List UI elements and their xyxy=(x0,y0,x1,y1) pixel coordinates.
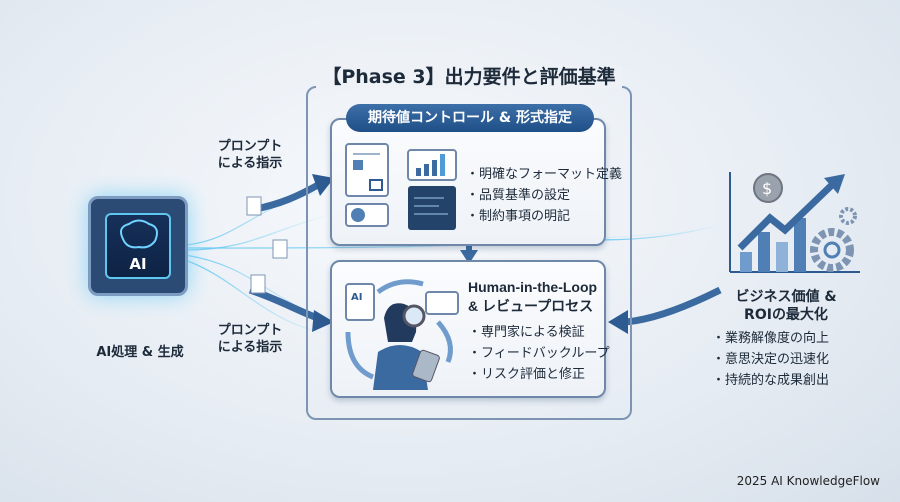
ai-chip-icon: AI xyxy=(88,196,188,296)
list-item: 品質基準の設定 xyxy=(466,185,622,206)
footer-credit: 2025 AI KnowledgeFlow xyxy=(736,474,880,488)
arrow-right-bottom-head xyxy=(312,310,334,332)
prompt-label-bottom: プロンプトによる指示 xyxy=(205,322,295,356)
label-line: による指示 xyxy=(217,340,283,355)
list-item: 専門家による検証 xyxy=(468,322,610,343)
list-item: フィードバックループ xyxy=(468,343,610,364)
hitl-heading: Human-in-the-Loop & レビュープロセス xyxy=(468,278,610,316)
brain-icon xyxy=(120,219,158,249)
small-document-icons xyxy=(246,196,288,294)
roi-growth-chart-icon: $ xyxy=(729,172,860,273)
page-title-text: 【Phase 3】出力要件と評価基準 xyxy=(316,66,622,88)
list-item: リスク評価と修正 xyxy=(468,364,610,385)
label-line: プロンプト xyxy=(217,139,283,154)
title-line: ROIの最大化 xyxy=(744,307,828,323)
business-value-list: 業務解像度の向上 意思決定の迅速化 持続的な成果創出 xyxy=(706,328,866,391)
business-value-column: ビジネス価値 & ROIの最大化 業務解像度の向上 意思決定の迅速化 持続的な成果… xyxy=(706,288,866,391)
heading-line: Human-in-the-Loop xyxy=(468,279,598,295)
title-line: ビジネス価値 & xyxy=(735,289,837,305)
hitl-text-column: Human-in-the-Loop & レビュープロセス 専門家による検証 フィ… xyxy=(468,278,610,385)
prompt-label-top: プロンプトによる指示 xyxy=(205,138,295,172)
human-in-the-loop-card: AI Human-in-the-Loop & レビュープロセス 専門家による検証… xyxy=(330,260,610,398)
label-line: プロンプト xyxy=(217,323,283,338)
arrow-left-head xyxy=(608,310,628,334)
expectation-control-card: 明確なフォーマット定義 品質基準の設定 制約事項の明記 xyxy=(330,118,622,246)
chip-core xyxy=(105,213,171,279)
list-item: 業務解像度の向上 xyxy=(712,328,866,349)
arrow-left xyxy=(624,286,722,326)
label-line: による指示 xyxy=(217,156,283,171)
list-item: 明確なフォーマット定義 xyxy=(466,164,622,185)
heading-line: & レビュープロセス xyxy=(468,298,594,314)
document-chart-icons xyxy=(345,143,457,230)
arrow-down xyxy=(460,250,478,264)
review-list: 専門家による検証 フィードバックループ リスク評価と修正 xyxy=(468,322,610,385)
list-item: 制約事項の明記 xyxy=(466,206,622,227)
doc-label: AI xyxy=(351,292,362,303)
reviewer-illustration-icon: AI xyxy=(345,279,459,390)
arrow-right-top-head xyxy=(312,174,334,196)
page-title: 【Phase 3】出力要件と評価基準 xyxy=(306,62,632,89)
coin-symbol: $ xyxy=(762,179,772,198)
format-list: 明確なフォーマット定義 品質基準の設定 制約事項の明記 xyxy=(466,164,622,227)
business-value-title: ビジネス価値 & ROIの最大化 xyxy=(706,288,866,324)
section-pill: 期待値コントロール & 形式指定 xyxy=(346,104,594,132)
arrow-down-shaft xyxy=(466,240,472,252)
ai-processing-caption: AI処理 & 生成 xyxy=(96,345,184,360)
list-item: 持続的な成果創出 xyxy=(712,370,866,391)
list-item: 意思決定の迅速化 xyxy=(712,349,866,370)
chip-label: AI xyxy=(129,255,147,273)
